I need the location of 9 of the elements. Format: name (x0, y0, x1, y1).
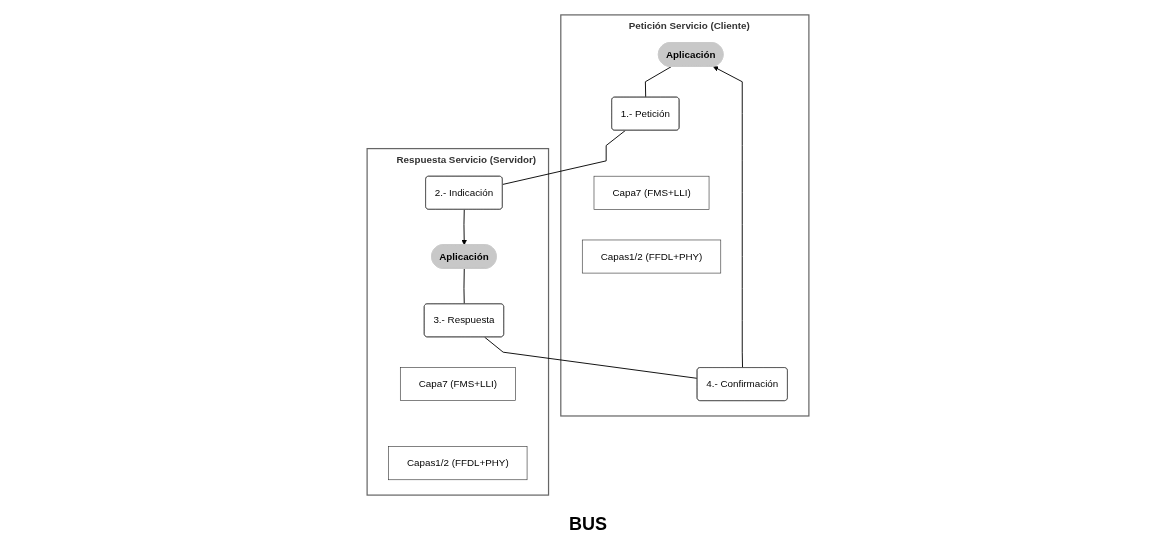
node-box: Capas1/2 (FFDL+PHY) (388, 446, 528, 481)
node-box: Capa7 (FMS+LLI) (400, 367, 516, 401)
connector (463, 268, 465, 305)
node-box: Capas1/2 (FFDL+PHY) (581, 239, 722, 274)
connector (644, 66, 672, 98)
connector (502, 130, 626, 185)
bus-label: BUS (569, 514, 607, 535)
connector (484, 336, 698, 379)
node-box: Capa7 (FMS+LLI) (593, 175, 710, 210)
